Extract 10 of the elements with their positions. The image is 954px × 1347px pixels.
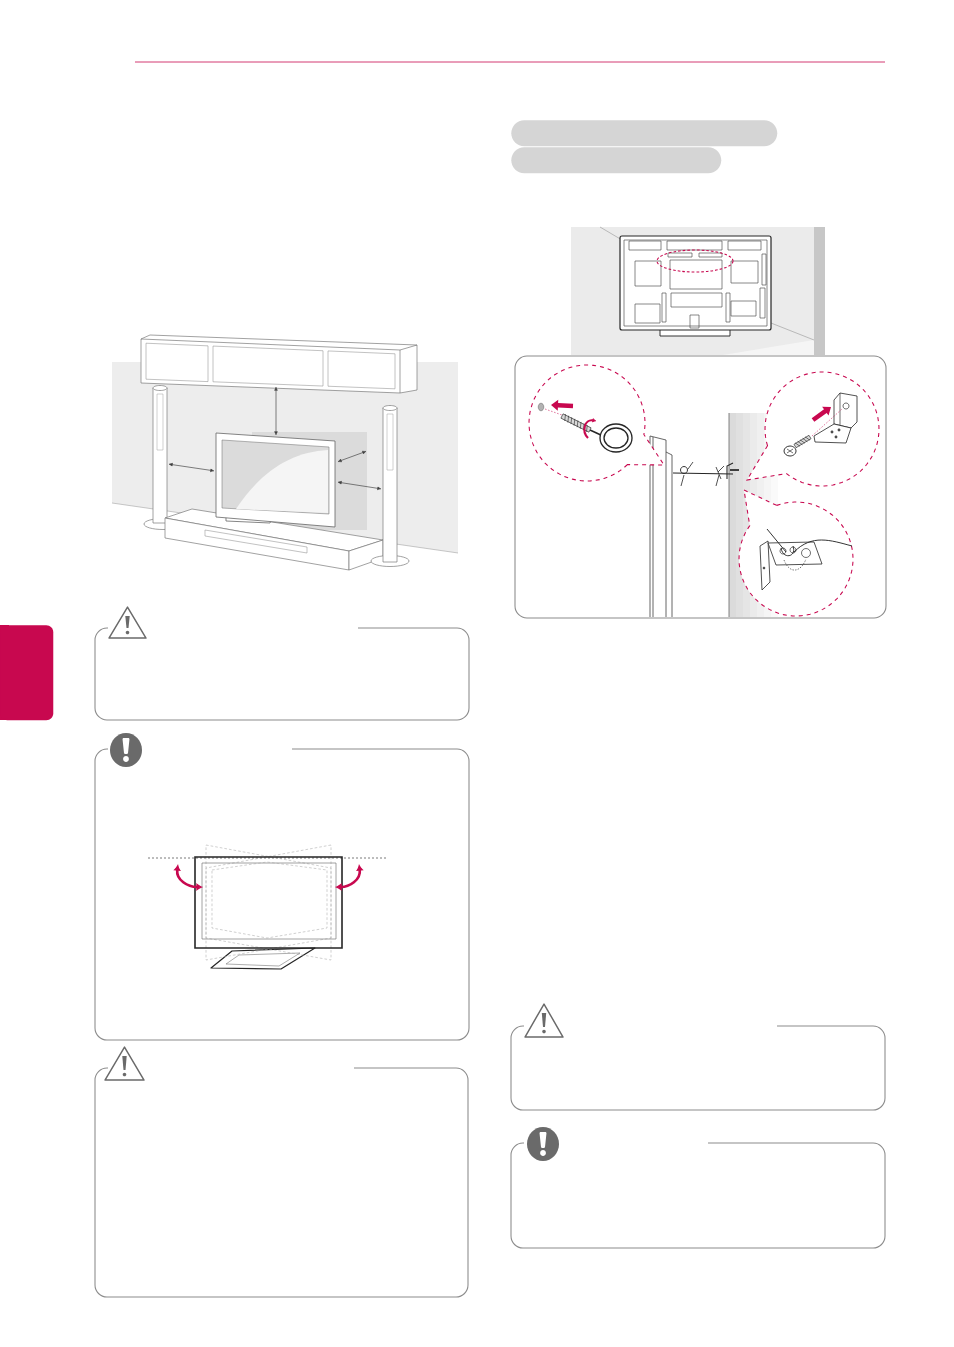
side-tab (0, 625, 54, 721)
note-panel (94, 748, 470, 1041)
caution-panel (510, 1025, 886, 1111)
illustration-panel (514, 355, 887, 619)
magnifier-callout (528, 364, 665, 482)
heading-band (511, 120, 778, 147)
heading-band (511, 147, 722, 174)
note-panel (510, 1142, 886, 1249)
caution-panel (94, 1067, 469, 1298)
caution-panel (94, 627, 470, 721)
